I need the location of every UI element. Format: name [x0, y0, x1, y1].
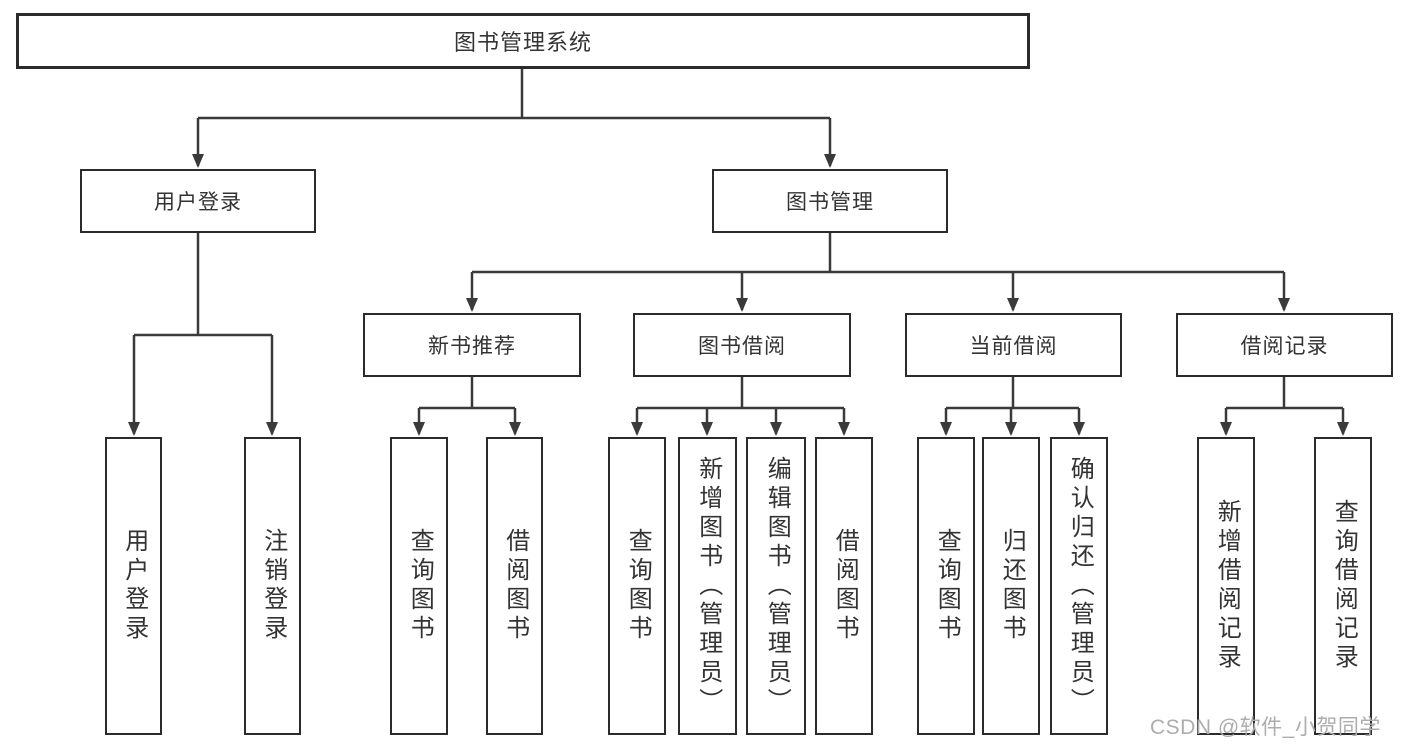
leaf-query-books-recommend: 查询图书	[390, 437, 448, 735]
leaf-query-books-borrow-label: 查询图书	[624, 528, 652, 644]
book-management-branch-connector	[466, 233, 1290, 312]
borrow-records-connector	[1220, 377, 1349, 436]
leaf-borrow-books-recommend: 借阅图书	[486, 437, 543, 735]
node-book-management-branch: 图书管理	[712, 169, 948, 233]
leaf-add-books-admin-label: 新增图书（管理员）	[694, 455, 722, 717]
node-current-borrow: 当前借阅	[905, 313, 1122, 377]
leaf-confirm-return-admin: 确认归还（管理员）	[1050, 437, 1108, 735]
leaf-edit-books-admin: 编辑图书（管理员）	[746, 437, 806, 735]
leaf-logout: 注销登录	[244, 437, 301, 735]
book-borrow-connector	[631, 377, 850, 436]
user-login-branch-connector	[128, 233, 278, 436]
leaf-query-books-current: 查询图书	[917, 437, 975, 735]
node-new-book-recommend: 新书推荐	[363, 313, 581, 377]
leaf-logout-label: 注销登录	[259, 528, 287, 644]
root-branch-connector	[192, 69, 836, 168]
current-borrow-connector	[940, 377, 1085, 436]
node-user-login-branch-label: 用户登录	[154, 191, 242, 214]
node-new-book-recommend-label: 新书推荐	[428, 335, 516, 358]
leaf-add-borrow-record: 新增借阅记录	[1197, 437, 1255, 735]
node-current-borrow-label: 当前借阅	[969, 335, 1058, 358]
leaf-borrow-books: 借阅图书	[815, 437, 873, 735]
leaf-add-borrow-record-label: 新增借阅记录	[1213, 499, 1241, 673]
csdn-watermark: CSDN @软件_小贺同学	[1150, 716, 1381, 739]
leaf-borrow-books-recommend-label: 借阅图书	[501, 528, 529, 644]
leaf-borrow-books-label: 借阅图书	[831, 528, 859, 644]
node-borrow-records: 借阅记录	[1176, 313, 1393, 377]
leaf-query-books-recommend-label: 查询图书	[406, 528, 434, 644]
leaf-add-books-admin: 新增图书（管理员）	[678, 437, 737, 735]
node-book-borrow: 图书借阅	[633, 313, 851, 377]
leaf-return-books-label: 归还图书	[998, 528, 1026, 644]
node-root-label: 图书管理系统	[453, 30, 592, 55]
node-root: 图书管理系统	[16, 13, 1030, 69]
leaf-confirm-return-admin-label: 确认归还（管理员）	[1066, 455, 1094, 717]
node-user-login-branch: 用户登录	[80, 169, 316, 233]
new-book-recommend-connector	[413, 377, 521, 436]
leaf-user-login: 用户登录	[105, 437, 162, 735]
leaf-query-books-borrow: 查询图书	[608, 437, 666, 735]
leaf-edit-books-admin-label: 编辑图书（管理员）	[763, 455, 791, 717]
leaf-user-login-label: 用户登录	[120, 528, 148, 644]
leaf-return-books: 归还图书	[982, 437, 1040, 735]
leaf-query-borrow-record-label: 查询借阅记录	[1330, 499, 1358, 673]
node-borrow-records-label: 借阅记录	[1240, 335, 1329, 358]
node-book-borrow-label: 图书借阅	[698, 335, 786, 358]
node-book-management-branch-label: 图书管理	[786, 191, 874, 214]
leaf-query-borrow-record: 查询借阅记录	[1314, 437, 1372, 735]
leaf-query-books-current-label: 查询图书	[933, 528, 961, 644]
